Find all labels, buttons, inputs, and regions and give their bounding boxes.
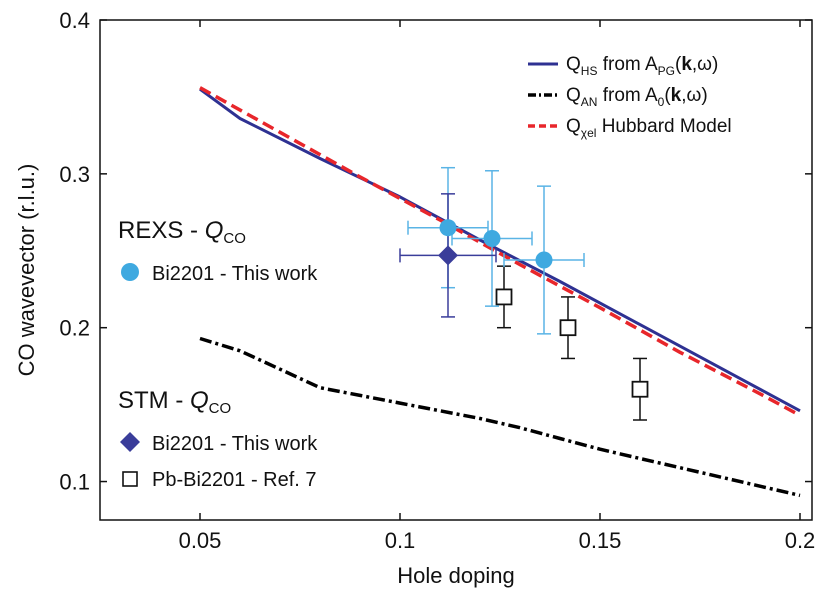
x-tick-label: 0.2 [785,528,816,553]
pb-bi2201-square-marker [559,319,577,337]
x-tick-label: 0.05 [179,528,222,553]
series-line-q_chi [199,86,801,417]
y-tick-label: 0.1 [59,470,90,495]
y-tick-label: 0.4 [59,8,90,33]
legend-label-q_chi: Qχel Hubbard Model [566,116,732,140]
rexs-group-title: REXS - QCO [118,217,246,247]
legend-label-q_an: QAN from A0(k,ω) [566,85,708,109]
y-axis-title: CO wavevector (r.l.u.) [14,164,39,377]
pb-bi2201-square-marker [631,380,649,398]
legend: QHS from APG(k,ω) QAN from A0(k,ω) Qχel Hu… [528,54,732,140]
x-tick-label: 0.15 [579,528,622,553]
y-tick-label: 0.2 [59,316,90,341]
series-line-q_hs [199,87,801,413]
x-tick-label: 0.1 [385,528,416,553]
rexs-circle-marker [535,251,553,269]
stm-bi2201-legend-marker [120,432,140,452]
stm-bi2201-legend-entry: Bi2201 - This work [152,433,318,455]
legend-label-q_hs: QHS from APG(k,ω) [566,54,718,78]
axis-ticks: 0.05 0.1 0.15 0.2 0.1 0.2 0.3 0.4 [59,8,815,553]
y-tick-label: 0.3 [59,162,90,187]
rexs-circle-marker [439,219,457,237]
stm-bi2201-diamond-marker [438,245,458,266]
plot-frame [99,19,813,521]
pb-bi2201-square-marker [495,288,513,306]
x-axis-title: Hole doping [397,563,514,588]
pb-bi2201-legend-marker [122,471,138,487]
plot-area [199,86,801,498]
pb-bi2201-legend-entry: Pb-Bi2201 - Ref. 7 [152,469,317,491]
rexs-circle-marker [483,229,501,247]
stm-group-title: STM - QCO [118,387,231,417]
rexs-legend-entry: Bi2201 - This work [152,263,318,285]
rexs-legend-marker [121,263,139,281]
